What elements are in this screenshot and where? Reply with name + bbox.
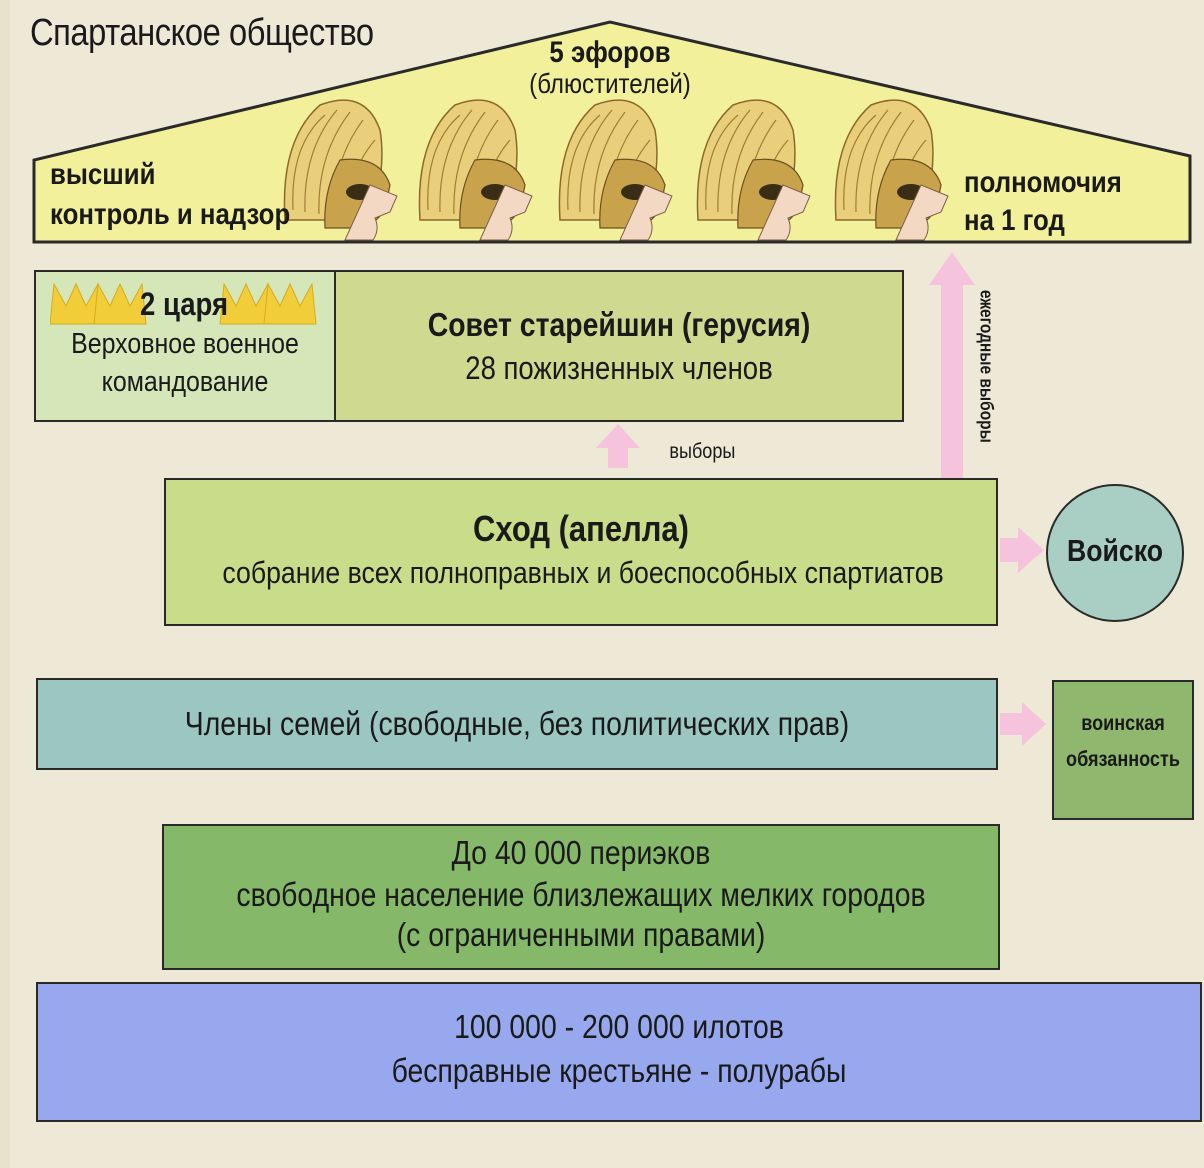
crown-icon [263, 283, 317, 325]
army-circle [1046, 484, 1184, 622]
perioeci-box [162, 824, 1000, 970]
gerousia-line1: 28 пожизненных членов [465, 350, 773, 386]
families-box [36, 678, 998, 770]
helots-box [36, 982, 1202, 1122]
ephors-subheading: (блюстителей) [529, 68, 691, 99]
kings-heading: 2 царя [139, 286, 229, 322]
annual-elections-arrow [929, 252, 975, 478]
ephors-left-line2: контроль и надзор [50, 198, 291, 231]
military-duty-box [1052, 680, 1194, 820]
army-arrow [1000, 527, 1044, 573]
kings-line2: командование [101, 366, 269, 398]
perioeci-line3: (с ограниченными правами) [396, 916, 766, 953]
helots-line1: 100 000 - 200 000 илотов [454, 1008, 784, 1045]
helots-line2: бесправные крестьяне - полурабы [391, 1052, 847, 1089]
duty-arrow [1000, 702, 1046, 746]
ephors-heading: 5 эфоров [549, 36, 671, 69]
apella-box [164, 478, 998, 626]
kings-line1: Верховное военное [71, 328, 299, 360]
perioeci-line2: свободное население близлежащих мелких г… [236, 876, 926, 913]
apella-heading: Сход (апелла) [473, 508, 689, 549]
page-title: Спартанское общество [30, 12, 374, 54]
annual-elections-label: ежегодные выборы [976, 289, 997, 443]
gerousia-box [334, 270, 904, 422]
elections-arrow [596, 424, 640, 468]
army-label: Войско [1066, 533, 1164, 568]
page-border [0, 0, 10, 1168]
military-duty-line1: воинская [1081, 712, 1165, 735]
ephors-left-line1: высший [50, 158, 156, 191]
families-label: Члены семей (свободные, без политических… [184, 705, 850, 742]
elections-label: выборы [669, 440, 736, 463]
military-duty-line2: обязанность [1066, 748, 1180, 771]
ephors-right-line2: на 1 год [964, 204, 1065, 237]
perioeci-line1: До 40 000 периэков [451, 834, 711, 871]
ephors-right-line1: полномочия [964, 166, 1122, 199]
kings-box [34, 270, 336, 422]
apella-line1: собрание всех полноправных и боеспособны… [222, 555, 944, 590]
gerousia-heading: Совет старейшин (герусия) [427, 306, 811, 343]
